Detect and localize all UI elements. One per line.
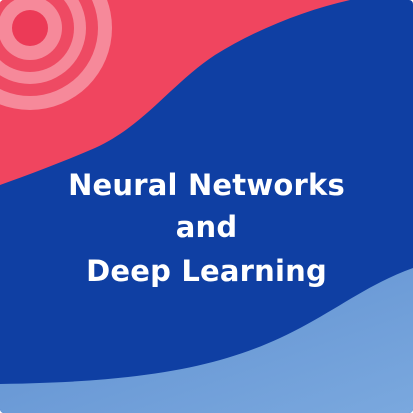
light-blue-wave	[0, 268, 413, 413]
ring-core	[12, 10, 48, 46]
concentric-rings	[0, 0, 112, 110]
